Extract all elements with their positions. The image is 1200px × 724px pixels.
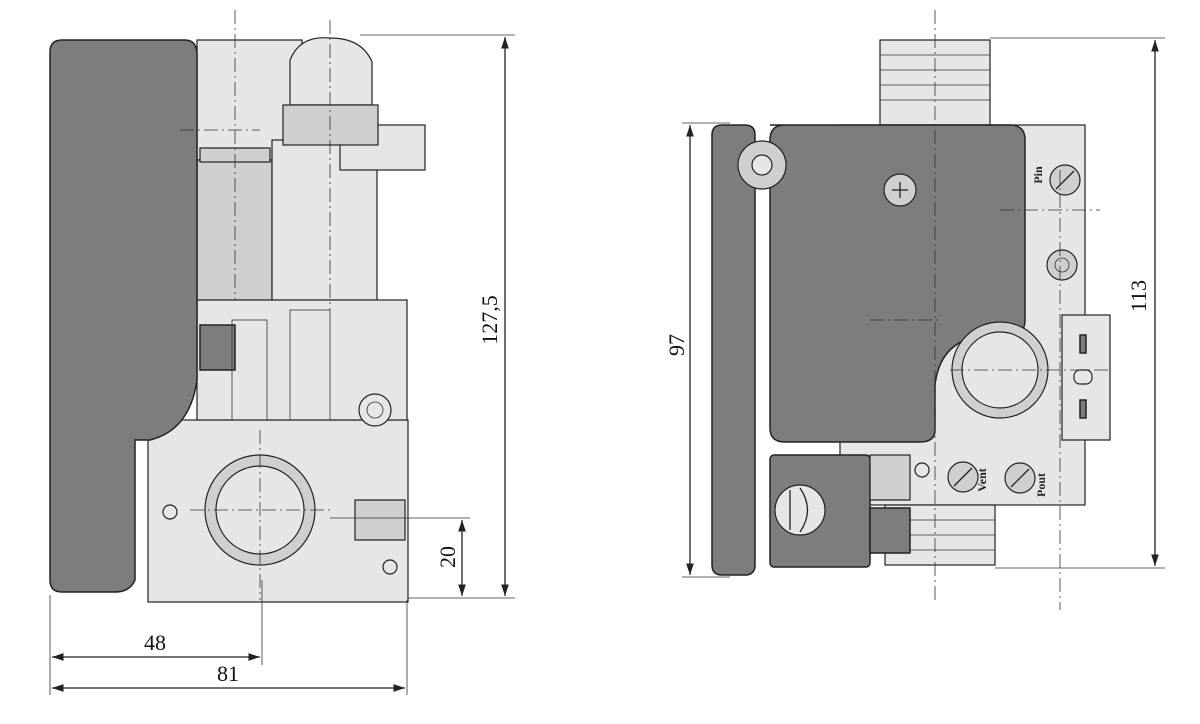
pressure-tap	[358, 393, 392, 427]
electronics-cover	[49, 39, 198, 593]
regulator-cap	[289, 37, 373, 106]
label-pout: Pout	[1034, 473, 1048, 497]
mount-hole	[162, 504, 178, 520]
electronics-cover	[769, 124, 1026, 443]
dimension-width: 81	[217, 661, 239, 686]
label-vent: Vent	[975, 468, 989, 492]
dimension-outlet-height: 20	[435, 546, 460, 568]
front-view: Pin Vent Pout 97 113	[664, 10, 1165, 610]
knob-bracket	[869, 454, 911, 501]
adjust-screw	[1046, 249, 1078, 281]
dimension-height: 127,5	[477, 295, 502, 345]
dimension-cover-height: 97	[664, 334, 689, 356]
knob-bracket	[869, 507, 911, 554]
stem-right	[289, 309, 331, 421]
coil-left	[196, 159, 273, 311]
label-pin: Pin	[1031, 166, 1045, 184]
mount-hole	[382, 559, 398, 575]
side-view: 127,5 20 48 81	[49, 10, 515, 695]
dimension-overall-height: 113	[1126, 280, 1151, 312]
stem-left	[231, 319, 268, 421]
dimension-outlet-offset: 48	[144, 630, 166, 655]
control-knob	[774, 484, 826, 536]
cap-base	[282, 104, 379, 146]
side-plug	[199, 324, 236, 371]
outlet-flange	[354, 499, 406, 541]
cover-side	[711, 124, 756, 576]
